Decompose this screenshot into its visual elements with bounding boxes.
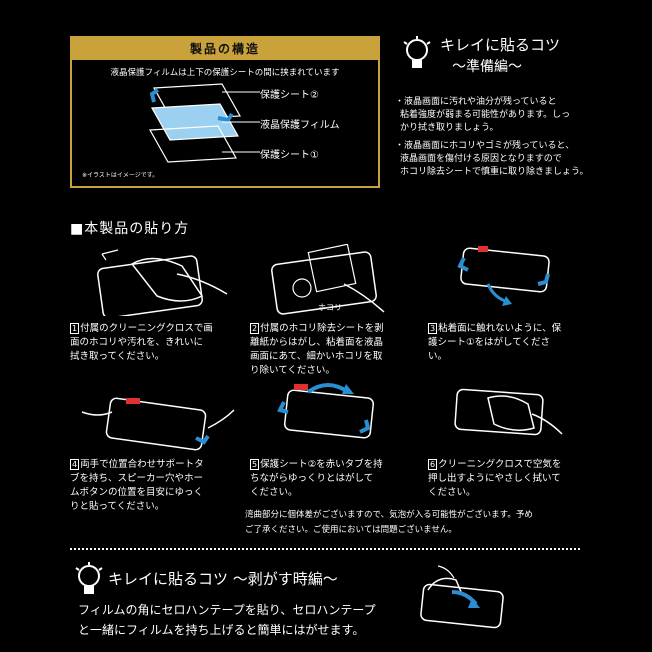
step1-illustration xyxy=(97,249,228,316)
step-number: 3 xyxy=(428,323,438,334)
step6-illustration xyxy=(454,388,563,436)
curvature-notice: 湾曲部分に個体差がございますので、気泡が入る可能性がございます。予めご了承くださ… xyxy=(245,510,533,535)
peel-illustration xyxy=(420,565,504,629)
peel-tips-title: キレイに貼るコツ 〜剥がす時編〜 xyxy=(108,570,338,588)
layer-label-sheet1: 保護シート① xyxy=(260,150,319,161)
step-number: 5 xyxy=(250,459,260,470)
layer-label-film: 液晶保護フィルム xyxy=(260,120,340,131)
step4-illustration xyxy=(81,397,235,451)
step-number: 6 xyxy=(428,459,438,470)
prep-tips-subtitle: 〜準備編〜 xyxy=(452,59,522,75)
step-number: 2 xyxy=(250,323,260,334)
step5-illustration xyxy=(277,383,375,439)
step3-illustration xyxy=(457,246,550,306)
step-number: 4 xyxy=(70,459,80,470)
lightbulb-icon xyxy=(75,562,103,594)
prep-tips-title: キレイに貼るコツ xyxy=(440,36,561,54)
prep-tip-line: 液晶画面を傷付ける原因となりますので xyxy=(400,154,562,164)
prep-tip-line: ・液晶画面に汚れや油分が残っていると xyxy=(395,97,557,107)
structure-title: 製品の構造 xyxy=(72,38,378,60)
layer-leader-lines xyxy=(222,91,260,153)
film-layers-illustration xyxy=(149,83,241,163)
lightbulb-icon xyxy=(403,36,431,68)
step-number: 1 xyxy=(70,323,80,334)
peel-tips-text: フィルムの角にセロハンテープを貼り、セロハンテープと一緒にフィルムを持ち上げると… xyxy=(78,603,376,637)
structure-description: 液晶保護フィルムは上下の保護シートの間に挟まれています xyxy=(110,68,340,78)
section-divider xyxy=(70,548,580,550)
prep-tip-line: 粘着強度が弱まる可能性があります。しっ xyxy=(400,110,571,120)
howto-title: ■本製品の貼り方 xyxy=(70,221,190,237)
dust-label: ホコリ xyxy=(318,303,342,312)
layer-label-sheet2: 保護シート② xyxy=(260,90,319,101)
illustration-note: ※イラストはイメージです。 xyxy=(82,172,159,179)
step2-illustration: ホコリ xyxy=(271,244,385,315)
prep-tip-line: ・液晶画面にホコリやゴミが残っていると、 xyxy=(395,141,575,151)
prep-tip-line: ホコリ除去シートで慎重に取り除きましょう。 xyxy=(400,167,589,177)
prep-tip-line: かり拭き取りましょう。 xyxy=(400,123,499,133)
structure-panel: 製品の構造 液晶保護フィルムは上下の保護シートの間に挟まれています 保護シート②… xyxy=(70,36,380,188)
